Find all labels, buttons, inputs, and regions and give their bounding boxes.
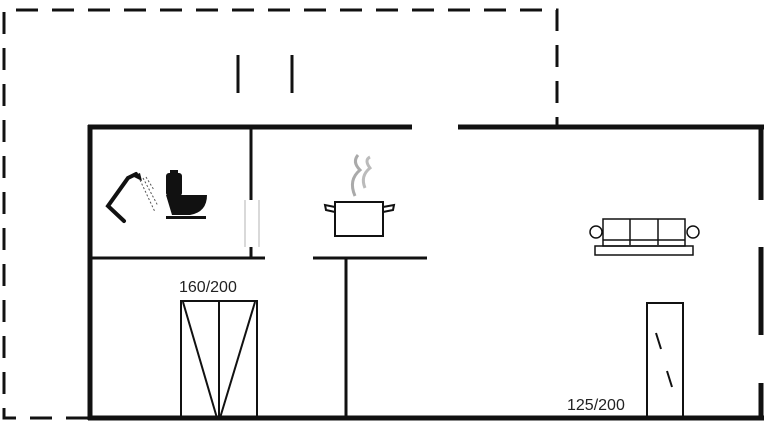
bathroom-door [244, 200, 260, 247]
outer-walls [87, 124, 764, 421]
cooking-pot-icon [323, 154, 396, 237]
toilet-icon [166, 170, 207, 219]
interior-walls [90, 127, 427, 418]
double-bed [180, 300, 258, 419]
double-bed-label: 160/200 [179, 279, 237, 296]
terrace-outline [2, 8, 559, 420]
sofa-icon [589, 218, 700, 256]
single-bed-label: 125/200 [567, 397, 625, 414]
single-bed [646, 302, 684, 419]
shower-icon [105, 172, 159, 223]
terrace-marks [236, 55, 294, 93]
